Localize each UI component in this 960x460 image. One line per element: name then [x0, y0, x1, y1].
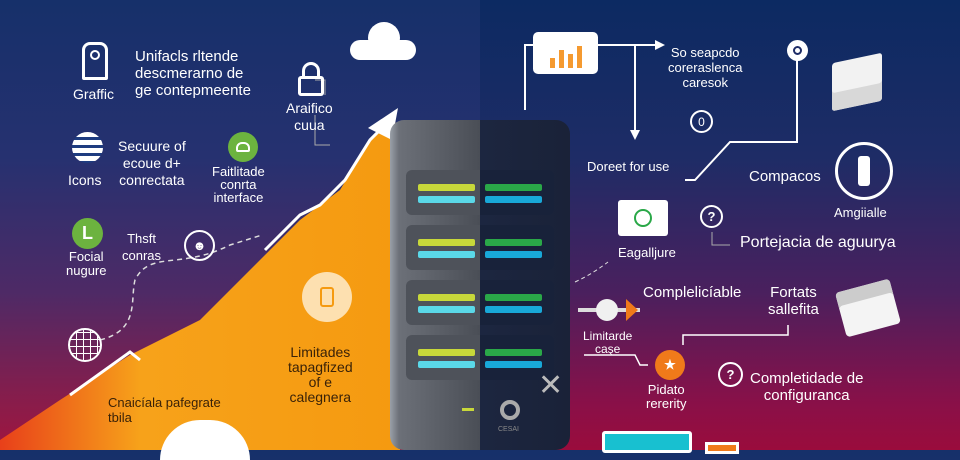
doreet-label: Doreet for use: [587, 159, 670, 174]
stack-icon: [72, 132, 103, 163]
green-l-icon: L: [72, 218, 103, 249]
portejacia-label: Portejacia de aguurya: [740, 234, 896, 251]
orange-box-icon: [705, 442, 739, 454]
orange-badge-icon: ★: [655, 350, 685, 380]
target-icon: [787, 40, 808, 61]
eagalljure-label: Eagalljure: [618, 245, 676, 260]
amgiialle-label: Amgiialle: [834, 205, 887, 220]
cloud-icon: [350, 20, 416, 62]
window-icon: [618, 200, 668, 236]
help-icon-2: ?: [718, 362, 743, 387]
globe-icon: [68, 328, 102, 362]
complelicable-label: Complelicíable: [643, 284, 742, 301]
icons-label: Icons: [68, 172, 102, 188]
help-icon: ?: [700, 205, 723, 228]
growth-mountain: [0, 79, 730, 450]
user-icon: ☻: [184, 230, 215, 261]
server-rack: CESAI ✕: [390, 120, 570, 450]
server-label: CESAI: [498, 426, 520, 433]
toggle-icon: [578, 299, 640, 321]
lock-icon: [298, 62, 324, 96]
router-icon: [835, 142, 893, 200]
zero-badge: 0: [690, 110, 713, 133]
chart-icon: [533, 32, 598, 74]
robot-icon: [82, 42, 108, 80]
compacos-label: Compacos: [749, 168, 821, 185]
close-x-icon: ✕: [538, 369, 564, 402]
orange-doc-icon: [302, 272, 352, 322]
graffic-label: Graffic: [73, 86, 114, 102]
green-badge-icon: [228, 132, 258, 162]
power-button[interactable]: [500, 400, 520, 420]
